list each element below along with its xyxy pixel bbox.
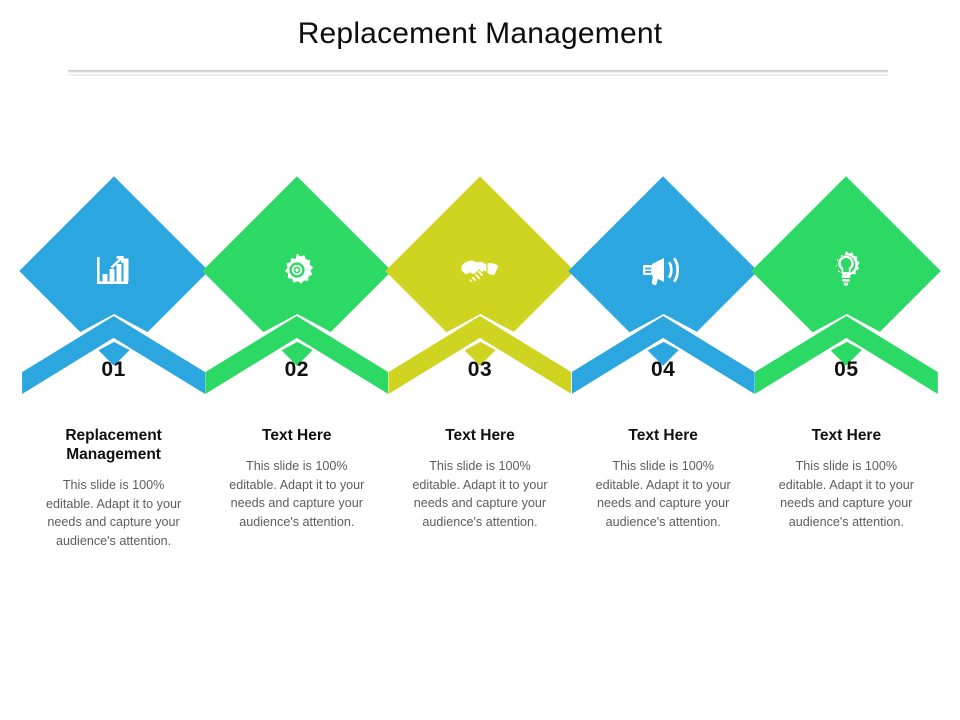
page-title: Replacement Management xyxy=(297,17,663,50)
item-heading: Text Here xyxy=(811,427,882,444)
bar-chart-growth-icon xyxy=(22,246,205,296)
item-graphic[interactable]: 02 xyxy=(202,176,392,396)
infographic-item-03[interactable]: 03 Text Here This slide is 100% editable… xyxy=(385,176,575,531)
item-graphic[interactable]: 05 xyxy=(751,176,942,396)
infographic-item-04[interactable]: 04 Text Here This slide is 100% editable… xyxy=(568,176,758,531)
item-body: This slide is 100% editable. Adapt it to… xyxy=(778,459,914,529)
item-number: 01 xyxy=(101,358,126,381)
item-body: This slide is 100% editable. Adapt it to… xyxy=(595,459,731,529)
item-body: This slide is 100% editable. Adapt it to… xyxy=(46,478,182,548)
item-graphic[interactable]: 04 xyxy=(568,176,758,396)
title-block: Replacement Management xyxy=(0,14,960,54)
megaphone-icon xyxy=(572,246,755,296)
item-body: This slide is 100% editable. Adapt it to… xyxy=(229,459,365,529)
item-number: 02 xyxy=(284,358,309,381)
title-divider-shadow xyxy=(68,74,888,76)
item-heading: Text Here xyxy=(262,427,332,444)
title-divider xyxy=(68,70,888,73)
item-heading: Text Here xyxy=(445,427,515,444)
infographic-item-02[interactable]: 02 Text Here This slide is 100% editable… xyxy=(202,176,392,531)
infographic-columns: 01 Replacement Management This slide is … xyxy=(18,176,942,550)
item-graphic[interactable]: 03 xyxy=(385,176,575,396)
item-graphic[interactable]: 01 xyxy=(18,176,209,396)
item-number: 03 xyxy=(467,358,493,381)
item-heading: Text Here xyxy=(628,427,698,444)
item-number: 04 xyxy=(650,358,676,381)
infographic-item-05[interactable]: 05 Text Here This slide is 100% editable… xyxy=(751,176,942,531)
item-body: This slide is 100% editable. Adapt it to… xyxy=(412,459,548,529)
gear-icon xyxy=(205,246,388,296)
lightbulb-gear-icon xyxy=(755,246,938,296)
handshake-icon xyxy=(388,246,571,296)
infographic-item-01[interactable]: 01 Replacement Management This slide is … xyxy=(18,176,209,550)
item-number: 05 xyxy=(834,358,859,381)
item-heading: Replacement Management xyxy=(65,427,162,463)
